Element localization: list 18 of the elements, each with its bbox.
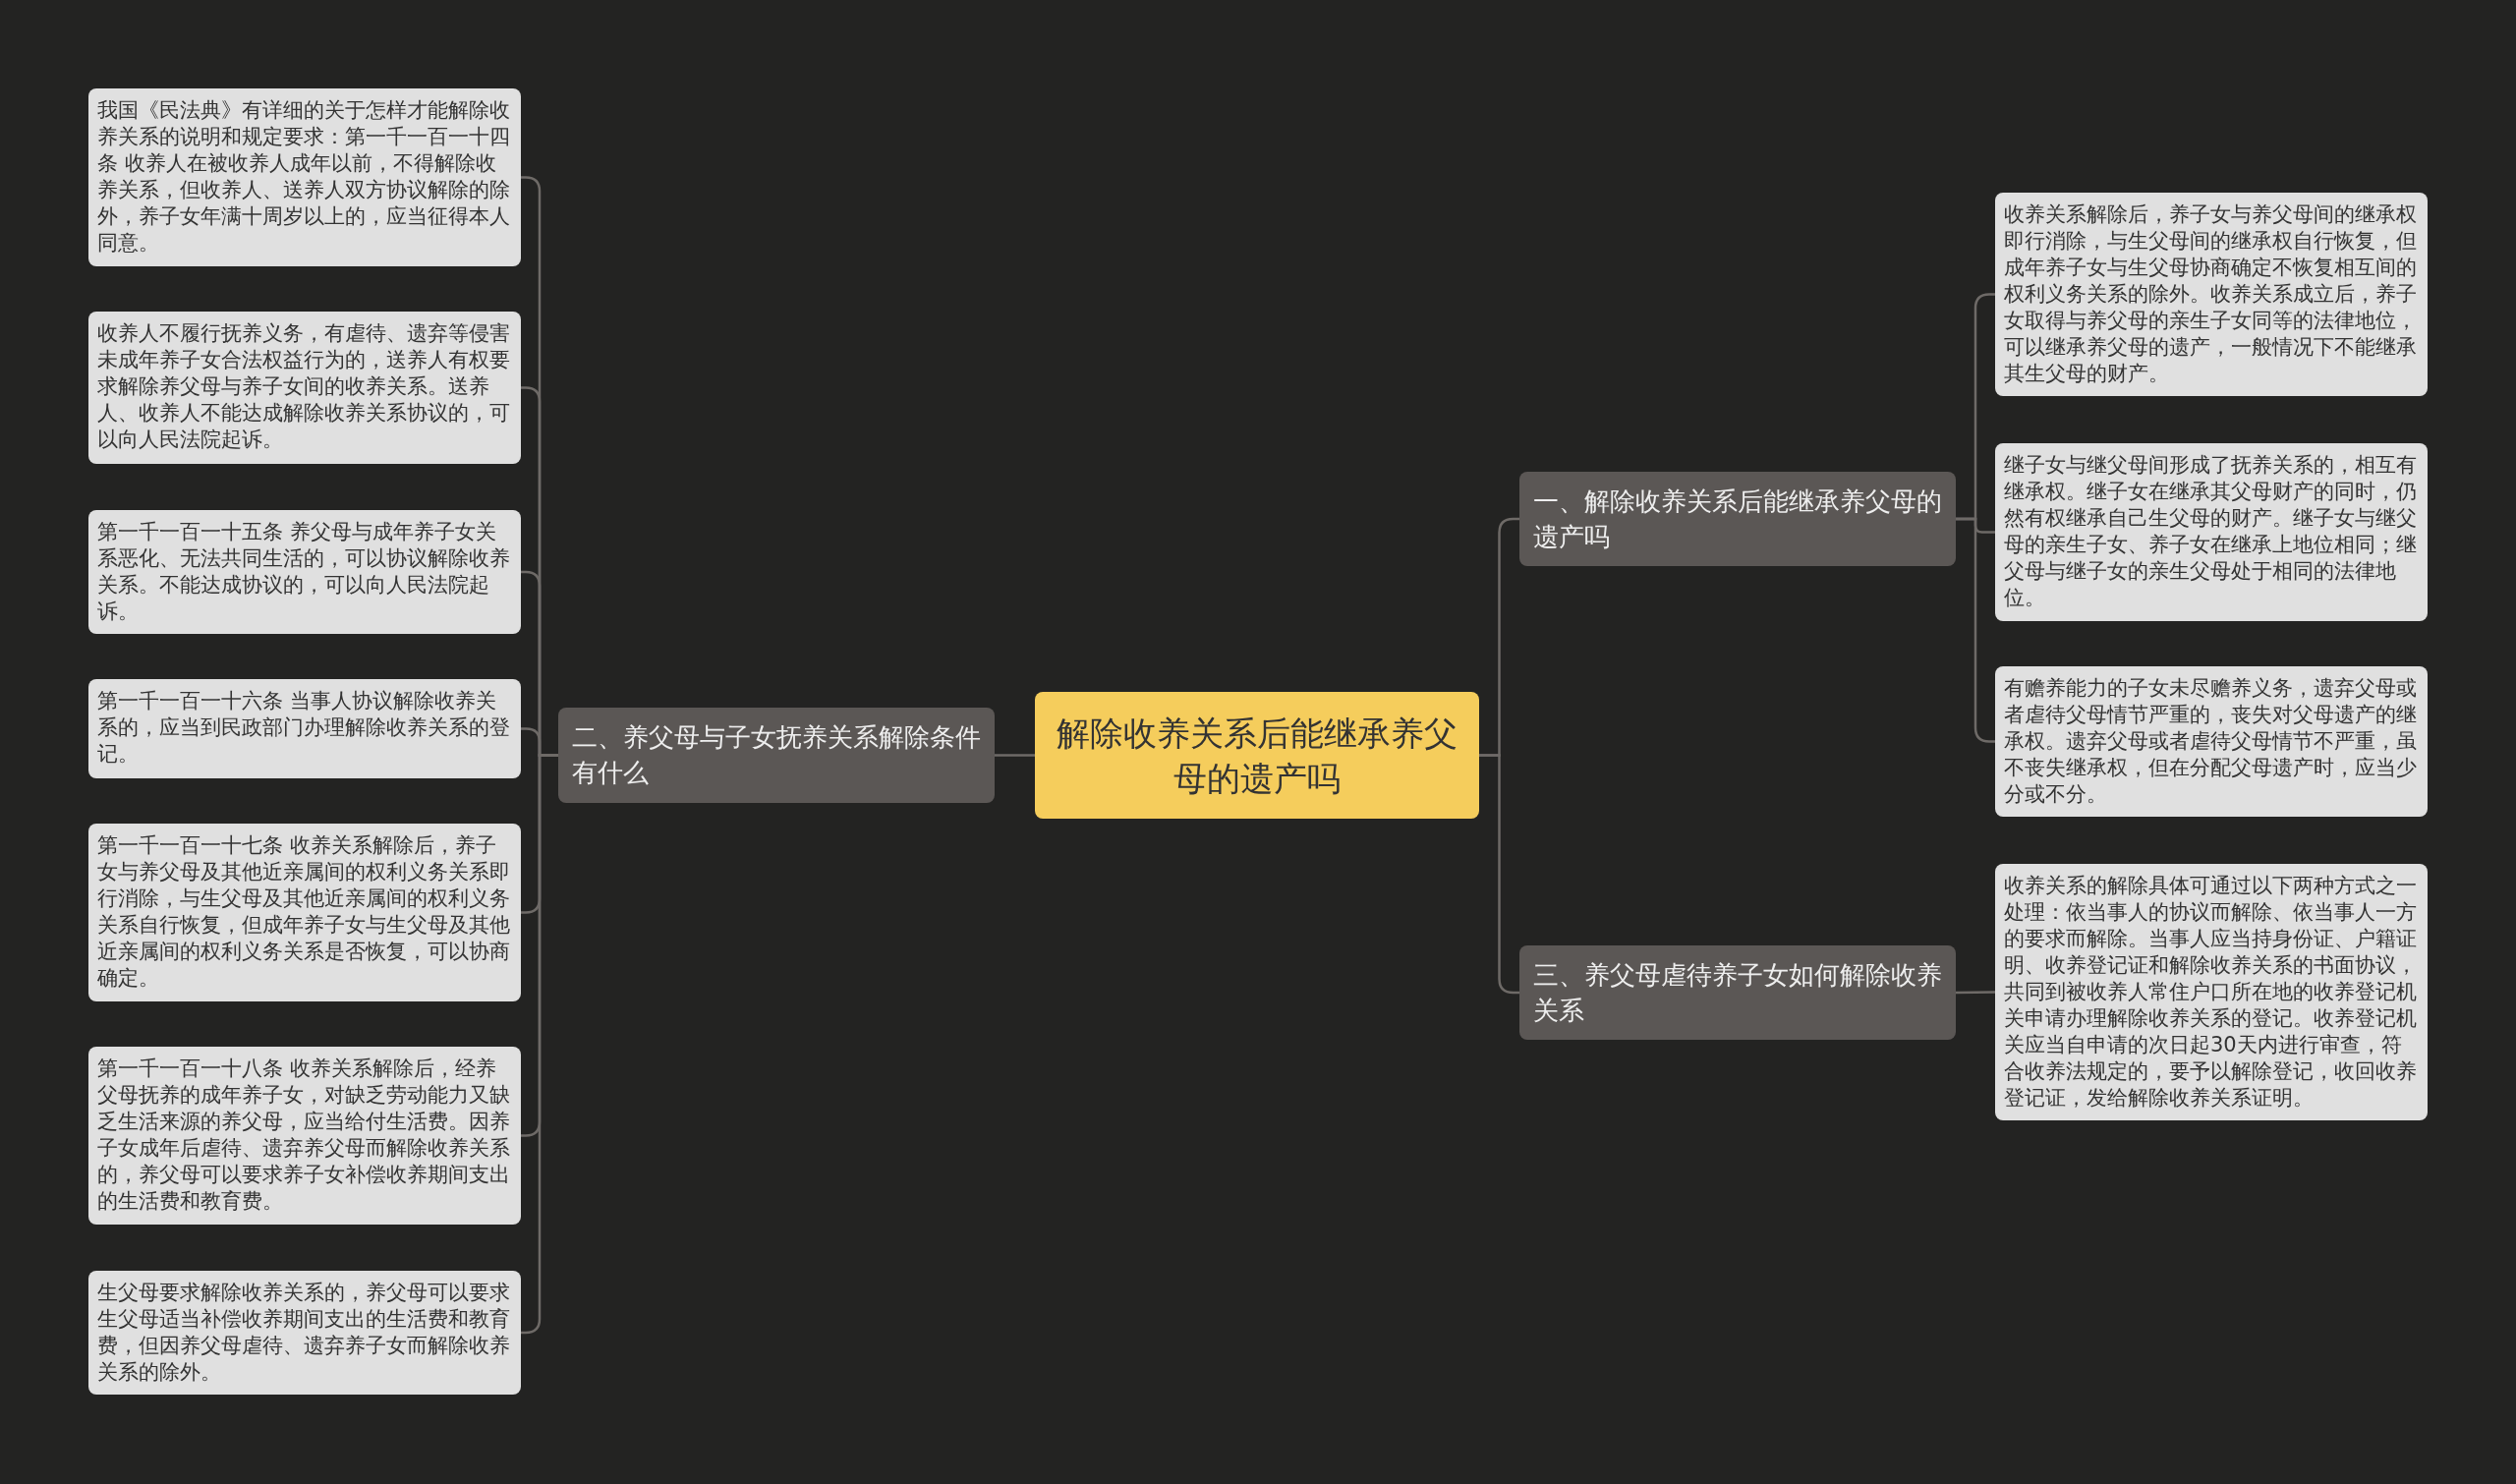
note-card: 收养关系的解除具体可通过以下两种方式之一处理：依当事人的协议而解除、依当事人一方的要求而解除。当事人应当持身份证、户籍证明、收养登记证和解除收养关系的书面协议，共同到被收养人常住户口所在地的收养登记机关申请办理解除收养关系的登记。收养登记机关应当自申请的次日起30天内进行审查，符合收养法规定的，要予以解除登记，收回收养登记证，发给解除收养关系证明。 bbox=[1995, 864, 2428, 1120]
note-card: 第一千一百一十六条 当事人协议解除收养关系的，应当到民政部门办理解除收养关系的登记。 bbox=[88, 679, 521, 778]
note-card: 有赡养能力的子女未尽赡养义务，遗弃父母或者虐待父母情节严重的，丧失对父母遗产的继承权。遗弃父母或者虐待父母情节不严重，虽不丧失继承权，但在分配父母遗产时，应当少分或不分。 bbox=[1995, 666, 2428, 817]
branch-topic: 一、解除收养关系后能继承养父母的遗产吗 bbox=[1519, 472, 1956, 566]
note-card: 第一千一百一十七条 收养关系解除后，养子女与养父母及其他近亲属间的权利义务关系即行消除，与生父母及其他近亲属间的权利义务关系自行恢复，但成年养子女与生父母及其他近亲属间的权利义务关系是否恢复，可以协商确定。 bbox=[88, 824, 521, 1001]
connector-line bbox=[1479, 754, 1519, 995]
note-card: 第一千一百一十八条 收养关系解除后，经养父母抚养的成年养子女，对缺乏劳动能力又缺乏生活来源的养父母，应当给付生活费。因养子女成年后虐待、遗弃养父母而解除收养关系的，养父母可以要求养子女补偿收养期间支出的生活费和教育费。 bbox=[88, 1047, 521, 1225]
connector-line bbox=[995, 754, 1035, 757]
note-card: 生父母要求解除收养关系的，养父母可以要求生父母适当补偿收养期间支出的生活费和教育费，但因养父母虐待、遗弃养子女而解除收养关系的除外。 bbox=[88, 1271, 521, 1395]
note-card: 收养人不履行抚养义务，有虐待、遗弃等侵害未成年养子女合法权益行为的，送养人有权要求解除养父母与养子女间的收养关系。送养人、收养人不能达成解除收养关系协议的，可以向人民法院起诉。 bbox=[88, 312, 521, 464]
note-card: 继子女与继父母间形成了抚养关系的，相互有继承权。继子女在继承其父母财产的同时，仍然有权继承自己生父母的财产。继子女与继父母的亲生子女、养子女在继承上地位相同；继父母与继子女的亲生父母处于相同的法律地位。 bbox=[1995, 443, 2428, 621]
note-card: 第一千一百一十五条 养父母与成年养子女关系恶化、无法共同生活的，可以协议解除收养关系。不能达成协议的，可以向人民法院起诉。 bbox=[88, 510, 521, 634]
note-card: 我国《民法典》有详细的关于怎样才能解除收养关系的说明和规定要求：第一千一百一十四条 收养人在被收养人成年以前，不得解除收养关系，但收养人、送养人双方协议解除的除外，养子女年满十周岁以上的，应当征得本人同意。 bbox=[88, 88, 521, 266]
branch-topic: 三、养父母虐待养子女如何解除收养关系 bbox=[1519, 945, 1956, 1040]
connector-line bbox=[1956, 991, 1995, 995]
note-card: 收养关系解除后，养子女与养父母间的继承权即行消除，与生父母间的继承权自行恢复，但成年养子女与生父母协商确定不恢复相互间的权利义务关系的除外。收养关系成立后，养子女取得与养父母的亲生子女同等的法律地位，可以继承养父母的遗产，一般情况下不能继承其生父母的财产。 bbox=[1995, 193, 2428, 396]
central-topic: 解除收养关系后能继承养父母的遗产吗 bbox=[1035, 692, 1479, 819]
branch-topic: 二、养父母与子女抚养关系解除条件有什么 bbox=[558, 708, 995, 803]
